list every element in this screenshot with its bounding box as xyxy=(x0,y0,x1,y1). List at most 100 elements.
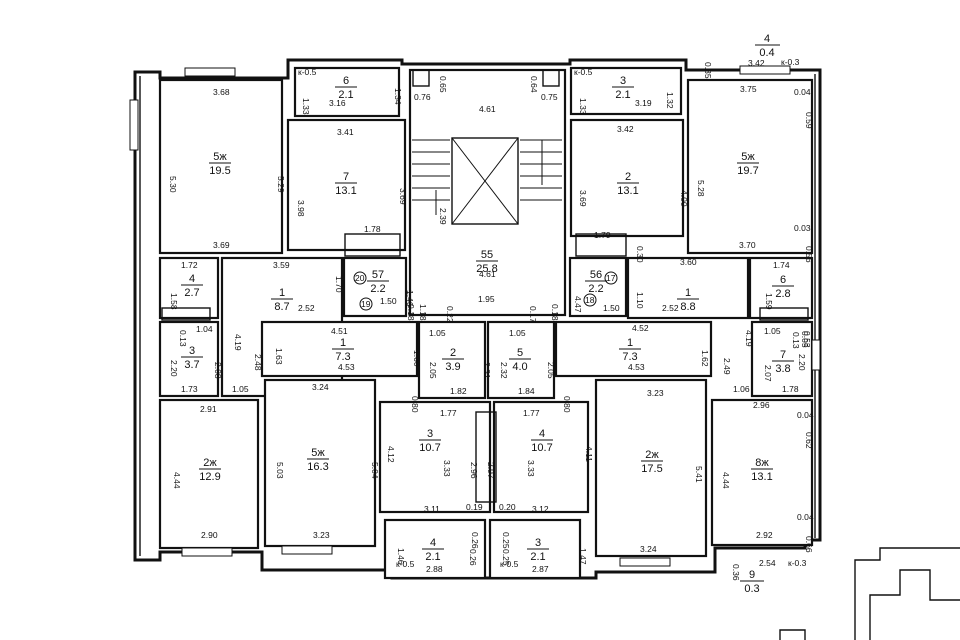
dimension-label: 1.58 xyxy=(169,293,179,310)
dimension-label: 1.05 xyxy=(232,384,249,394)
dimension-label: 2.54 xyxy=(759,558,776,568)
room-area: 19.7 xyxy=(737,165,758,177)
dimension-label: 4.19 xyxy=(233,334,243,351)
stair-shaft xyxy=(412,69,562,225)
dimension-label: 0.64 xyxy=(529,76,539,93)
dimension-label: 3.12 xyxy=(532,504,549,514)
dimension-label: 1.04 xyxy=(196,324,213,334)
room-number: 1 xyxy=(340,337,346,349)
room-number: 2 xyxy=(450,347,456,359)
room-area: 7.3 xyxy=(335,351,350,363)
room-number: 3 xyxy=(535,537,541,549)
dimension-label: 2.97 xyxy=(486,462,496,479)
marker-18: 18 xyxy=(585,295,595,305)
room-number: 4 xyxy=(189,273,195,285)
dimension-label: к-0.5 xyxy=(396,559,415,569)
dimension-label: 3.42 xyxy=(748,58,765,68)
room-label-r-3-bal: 32.1 xyxy=(527,537,549,563)
room-label-r-7-tl: 713.1 xyxy=(335,171,357,197)
dimension-label: 1.63 xyxy=(274,348,284,365)
dimension-label: 2.92 xyxy=(756,530,773,540)
dimension-label: 3.60 xyxy=(680,257,697,267)
vent-blocks xyxy=(161,233,809,503)
dimension-label: 1.05 xyxy=(509,328,526,338)
room-label-r-3-l: 33.7 xyxy=(181,345,203,371)
dimension-label: 1.60 xyxy=(412,350,422,367)
dimension-label: 2.87 xyxy=(532,564,549,574)
room-area: 2.2 xyxy=(370,283,385,295)
dimension-label: 0.30 xyxy=(635,246,645,263)
dimension-label: 4.00 xyxy=(679,190,689,207)
balcony-note-bottom: 9 0.3 xyxy=(740,569,764,595)
room-number: 1 xyxy=(279,287,285,299)
dimension-label: 1.70 xyxy=(334,276,344,293)
dimension-label: 0.59 xyxy=(804,112,814,129)
room-number: 5ж xyxy=(741,151,755,163)
room-area: 19.5 xyxy=(209,165,230,177)
dimension-label: 3.23 xyxy=(313,530,330,540)
room-label-r-7-r: 73.8 xyxy=(772,349,794,375)
dimension-label: 1.59 xyxy=(764,293,774,310)
dimension-label: 2.08 xyxy=(213,362,223,379)
dimension-label: 1.33 xyxy=(578,98,588,115)
room-label-r-4-l: 42.7 xyxy=(181,273,203,299)
room-area: 2.8 xyxy=(775,288,790,300)
room-area: 13.1 xyxy=(335,185,356,197)
dimension-label: 0.80 xyxy=(562,396,572,413)
room-area: 2.1 xyxy=(530,551,545,563)
dimension-label: 1.10 xyxy=(635,292,645,309)
dimension-label: 1.46 xyxy=(405,290,415,307)
dimension-label: 0.04 xyxy=(797,410,814,420)
dimension-label: 5.28 xyxy=(696,180,706,197)
dimension-label: 1.79 xyxy=(594,230,611,240)
room-area: 10.7 xyxy=(419,442,440,454)
dimension-label: 0.25 xyxy=(501,549,511,566)
dimension-label: 5.03 xyxy=(275,462,285,479)
dimension-label: 1.06 xyxy=(733,384,750,394)
room-number: 4 xyxy=(539,428,545,440)
note-top-area: 0.4 xyxy=(759,47,774,59)
dimension-label: 3.33 xyxy=(442,460,452,477)
room-area: 13.1 xyxy=(751,471,772,483)
room-number: 5ж xyxy=(311,447,325,459)
note-top-number: 4 xyxy=(764,33,770,45)
room-label-r-4-bc: 410.7 xyxy=(531,428,553,454)
dimension-label: 3.70 xyxy=(739,240,756,250)
dimension-label: 0.66 xyxy=(804,536,814,553)
room-label-r-5zh-tl: 5ж 19.5 xyxy=(209,151,231,177)
dimension-label: 2.39 xyxy=(438,208,448,225)
dimension-label: 0.18 xyxy=(406,304,416,321)
dimension-label: 2.07 xyxy=(763,365,773,382)
dimension-label: 1.72 xyxy=(181,260,198,270)
dimension-label: 1.77 xyxy=(440,408,457,418)
marker-19: 19 xyxy=(361,299,371,309)
room-number: 6 xyxy=(343,75,349,87)
room-number: 2ж xyxy=(645,449,659,461)
dimension-label: 1.50 xyxy=(380,296,397,306)
dimension-label: 0.03 xyxy=(794,223,811,233)
room-label-r-3-tr: 32.1 xyxy=(612,75,634,101)
dimension-label: 0.13 xyxy=(791,332,801,349)
room-outlines xyxy=(158,66,814,580)
dimension-label: 0.26 xyxy=(470,532,480,549)
dimension-label: 0.19 xyxy=(466,502,483,512)
dimension-label: 0.04 xyxy=(794,87,811,97)
dimension-label: 1.62 xyxy=(700,350,710,367)
dimension-label: 4.61 xyxy=(479,104,496,114)
room-labels: 5ж19.562.1713.15525.832.1213.15ж19.7572.… xyxy=(181,75,794,563)
room-number: 3 xyxy=(427,428,433,440)
room-label-r-5-c: 54.0 xyxy=(509,347,531,373)
dimension-label: к-0.3 xyxy=(788,558,807,568)
dimension-label: 5.04 xyxy=(370,462,380,479)
dimension-label: 4.61 xyxy=(479,269,496,279)
room-number: 5ж xyxy=(213,151,227,163)
dimension-label: 0.25 xyxy=(501,532,511,549)
room-area: 3.7 xyxy=(184,359,199,371)
dimension-label: 1.78 xyxy=(364,224,381,234)
dimension-label: 2.90 xyxy=(201,530,218,540)
dimension-label: 1.05 xyxy=(764,326,781,336)
dimension-label: 0.04 xyxy=(797,512,814,522)
dimension-label: 2.49 xyxy=(722,358,732,375)
